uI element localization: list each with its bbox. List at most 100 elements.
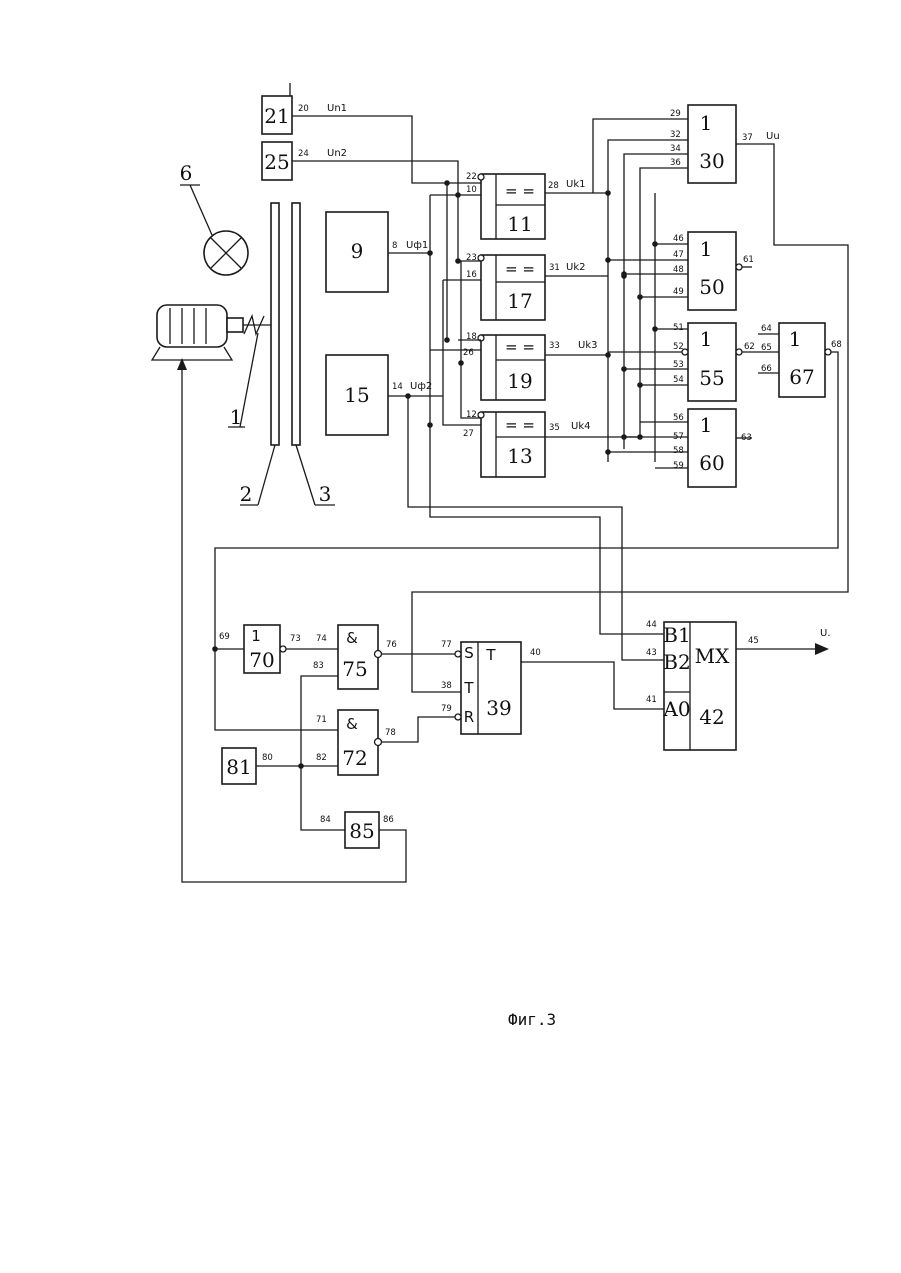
part-label-2: 2 bbox=[240, 482, 253, 506]
trigger-r: R bbox=[464, 708, 474, 726]
pin-8: 8 bbox=[392, 241, 397, 251]
comparator-17: = = 17 bbox=[478, 255, 545, 320]
pin-52: 52 bbox=[673, 342, 684, 352]
pin-44: 44 bbox=[646, 620, 657, 630]
trigger-symbol: T bbox=[485, 646, 496, 664]
pin-12: 12 bbox=[466, 410, 477, 420]
pin-31: 31 bbox=[549, 263, 560, 273]
block-9: 9 bbox=[351, 239, 364, 263]
pin-53: 53 bbox=[673, 360, 684, 370]
and-symbol-75: & bbox=[346, 629, 358, 647]
signal-uk1: Uk1 bbox=[566, 179, 585, 190]
block-55: 55 bbox=[699, 366, 724, 390]
trigger-t: T bbox=[463, 679, 474, 697]
pin-73: 73 bbox=[290, 634, 301, 644]
trigger-s: S bbox=[464, 644, 474, 662]
pin-43: 43 bbox=[646, 648, 657, 658]
signal-uk4: Uk4 bbox=[571, 421, 590, 432]
pin-24: 24 bbox=[298, 149, 309, 159]
pin-26: 26 bbox=[463, 348, 474, 358]
pin-63: 63 bbox=[741, 433, 752, 443]
or-symbol-60: 1 bbox=[700, 413, 713, 437]
pin-36: 36 bbox=[670, 158, 681, 168]
or-symbol-70: 1 bbox=[251, 627, 261, 645]
block-15: 15 bbox=[344, 383, 369, 407]
pin-51: 51 bbox=[673, 323, 684, 333]
block-70: 70 bbox=[249, 648, 274, 672]
or-symbol-30: 1 bbox=[700, 111, 713, 135]
pin-23: 23 bbox=[466, 253, 477, 263]
pin-61: 61 bbox=[743, 255, 754, 265]
block-19: 19 bbox=[507, 369, 532, 393]
pin-48: 48 bbox=[673, 265, 684, 275]
cmp-symbol-19: = = bbox=[505, 338, 535, 356]
lamp-6: 6 bbox=[180, 161, 248, 275]
trigger-39: S T R T 39 bbox=[455, 642, 521, 734]
pin-22: 22 bbox=[466, 172, 477, 182]
or-gate-60: 1 60 bbox=[688, 409, 736, 487]
block-39: 39 bbox=[486, 696, 511, 720]
pin-14: 14 bbox=[392, 382, 403, 392]
pin-65: 65 bbox=[761, 343, 772, 353]
pin-76: 76 bbox=[386, 640, 397, 650]
or-gate-67: 1 67 bbox=[779, 323, 831, 397]
pin-62: 62 bbox=[744, 342, 755, 352]
block-17: 17 bbox=[507, 289, 532, 313]
or-gate-30: 1 30 bbox=[688, 105, 736, 183]
comparator-13: = = 13 bbox=[478, 412, 545, 477]
mux-b1: B1 bbox=[663, 623, 690, 647]
part-label-3: 3 bbox=[319, 482, 332, 506]
signal-uu: Uu bbox=[766, 131, 780, 142]
and-symbol-72: & bbox=[346, 715, 358, 733]
pin-47: 47 bbox=[673, 250, 684, 260]
signal-un1: Un1 bbox=[327, 103, 347, 114]
signal-uk3: Uk3 bbox=[578, 340, 597, 351]
block-85: 85 bbox=[349, 819, 374, 843]
part-label-6: 6 bbox=[180, 161, 193, 185]
cmp-symbol-13: = = bbox=[505, 416, 535, 434]
multiplexer-42: B1 B2 A0 MX 42 bbox=[662, 622, 736, 750]
pin-37: 37 bbox=[742, 133, 753, 143]
block-60: 60 bbox=[699, 451, 724, 475]
pin-57: 57 bbox=[673, 432, 684, 442]
pin-28: 28 bbox=[548, 181, 559, 191]
and-gate-75: & 75 bbox=[338, 625, 382, 689]
pin-46: 46 bbox=[673, 234, 684, 244]
pin-78: 78 bbox=[385, 728, 396, 738]
pin-33: 33 bbox=[549, 341, 560, 351]
comparator-11: = = 11 bbox=[478, 174, 545, 239]
pin-20: 20 bbox=[298, 104, 309, 114]
pin-82: 82 bbox=[316, 753, 327, 763]
signal-uk2: Uk2 bbox=[566, 262, 585, 273]
signal-u-out: U. bbox=[820, 628, 831, 639]
pin-40: 40 bbox=[530, 648, 541, 658]
pin-41: 41 bbox=[646, 695, 657, 705]
pin-68: 68 bbox=[831, 340, 842, 350]
mux-a0: A0 bbox=[662, 697, 690, 721]
signal-uf1: Uф1 bbox=[406, 240, 428, 251]
block-50: 50 bbox=[699, 275, 724, 299]
pin-83: 83 bbox=[313, 661, 324, 671]
or-symbol-67: 1 bbox=[789, 327, 802, 351]
or-gate-50: 1 50 bbox=[688, 232, 742, 310]
pin-59: 59 bbox=[673, 461, 684, 471]
pin-56: 56 bbox=[673, 413, 684, 423]
pin-38: 38 bbox=[441, 681, 452, 691]
block-75: 75 bbox=[342, 657, 367, 681]
or-gate-70: 1 70 bbox=[244, 625, 286, 673]
pin-10: 10 bbox=[466, 185, 477, 195]
pin-29: 29 bbox=[670, 109, 681, 119]
pin-34: 34 bbox=[670, 144, 681, 154]
pin-45: 45 bbox=[748, 636, 759, 646]
pin-54: 54 bbox=[673, 375, 684, 385]
cmp-symbol-11: = = bbox=[505, 182, 535, 200]
mux-b2: B2 bbox=[663, 650, 690, 674]
pin-49: 49 bbox=[673, 287, 684, 297]
figure-caption: Фиг.3 bbox=[508, 1010, 556, 1029]
pin-77: 77 bbox=[441, 640, 452, 650]
pin-79: 79 bbox=[441, 704, 452, 714]
signal-uf2: Uф2 bbox=[410, 381, 432, 392]
block-81: 81 bbox=[226, 755, 251, 779]
pin-71: 71 bbox=[316, 715, 327, 725]
pin-84: 84 bbox=[320, 815, 331, 825]
